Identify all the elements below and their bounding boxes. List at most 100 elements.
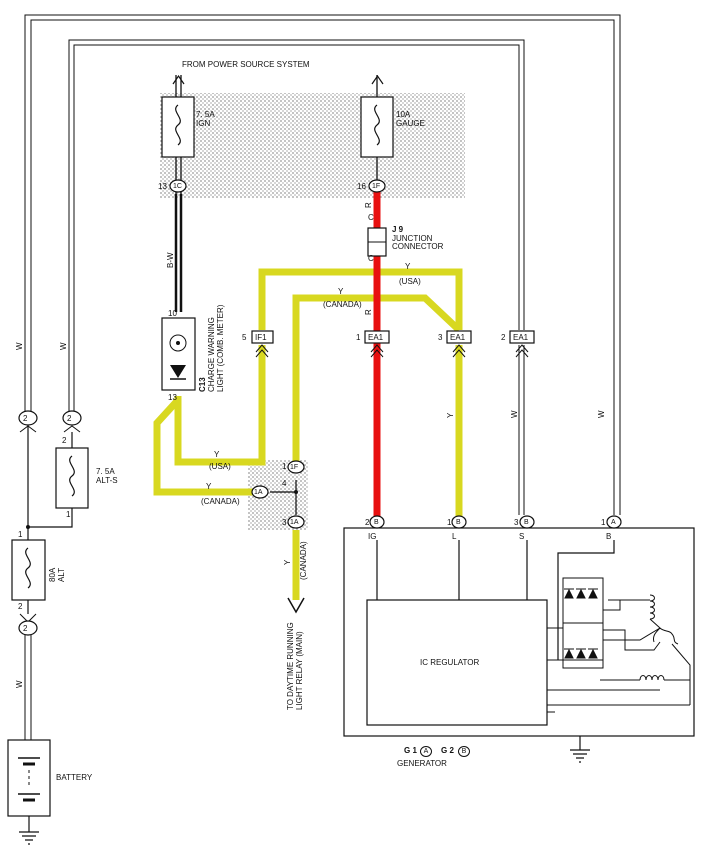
gen-terminal-b: B [606,532,612,541]
gen-connector-b [606,515,622,529]
wire-w-outer-b [30,19,615,515]
conn-ea1b-label: EA1 [450,333,466,342]
conn-1f-label: 1F [372,183,381,190]
wire-y-label-2: Y [338,287,344,296]
gen-connector-ig [369,515,385,529]
g2-label: G 2 [441,746,454,755]
wire-y-label-1: Y [405,262,411,271]
conn-2-low-pin: 2 [18,602,23,611]
g1-circle: A [420,746,432,757]
connector-ea1-y [446,330,472,358]
conn-2-low-label: 2 [23,624,28,633]
generator-label: GENERATOR [397,759,447,768]
gen-terminal-s: S [519,532,525,541]
pin-1f: 16 [357,182,366,191]
fuse-gauge-rating: 10A [396,110,411,119]
fuse-alt [11,539,46,601]
connector-2-mid [62,410,82,426]
conn-1a-left-label: 1A [254,489,263,496]
junction-line1: JUNCTION [392,234,433,243]
pin-if1: 5 [242,333,247,342]
fuse-ign-name: IGN [196,119,211,128]
gen-terminal-ig: IG [368,532,377,541]
junction-line2: CONNECTOR [392,242,444,251]
connector-if1 [251,330,274,358]
wire-w-label-2: W [59,342,68,350]
wire-w-inner-b [73,44,520,412]
relay-pin-4: 4 [282,479,287,488]
pin-ea1a: 1 [356,333,361,342]
wire-r-label-1: R [364,202,373,208]
power-source-label: FROM POWER SOURCE SYSTEM [182,60,310,69]
relay-pin-1: 1 [282,462,287,471]
fuse-alt-rating: 80A [48,567,57,582]
gen-terminal-l: L [452,532,457,541]
canada-label-relay: (CANADA) [299,541,308,580]
canada-label-low: (CANADA) [201,497,240,506]
fuse-alts-name: ALT-S [96,476,118,485]
relay-dest-line1: TO DAYTIME RUNNING [286,622,295,710]
conn-1f-relay-label: 1F [290,464,299,471]
pin-ea1c: 2 [501,333,506,342]
junction-pin-bot: C [368,254,374,263]
wire-y-relay-label: Y [283,559,292,565]
conn-1a-low-label: 1A [290,519,299,526]
pin-ea1b: 3 [438,333,443,342]
wire-w-s [518,345,525,515]
junction-block-shade [160,93,465,198]
connector-1a-left [251,485,269,499]
g1-label: G 1 [404,746,417,755]
meter-line2: LIGHT (COMB. METER) [216,304,225,392]
wire-y-label-3: Y [446,412,455,418]
fuse-alt-s [55,447,89,509]
usa-label-top: (USA) [399,277,421,286]
gen-connector-l [451,515,467,529]
fuse-ign-rating: 7. 5A [196,110,215,119]
connector-1a-low [287,515,305,529]
conn-ea1a-label: EA1 [368,333,384,342]
wire-bw-label: B-W [166,252,175,268]
connector-1f-top [368,179,386,193]
battery-label: BATTERY [56,773,93,782]
g2-circle: B [458,746,470,757]
gen-conn-s: B [524,519,529,526]
wire-w-outer-a [24,14,621,515]
wire-y-label-4: Y [214,450,220,459]
ic-regulator [366,599,548,726]
rectifier [562,577,604,669]
connector-1c [169,179,187,193]
gen-pin-ig-num: 2 [365,518,370,527]
meter-id: C13 [198,377,207,392]
alts-pin-1: 1 [66,510,71,519]
gen-conn-l: B [456,519,461,526]
wire-w-label-1: W [15,342,24,350]
wire-y-usa-top [258,268,463,330]
relay-pin-3: 3 [282,518,287,527]
conn-1c-label: 1C [173,183,182,190]
wire-w-label-3: W [510,410,519,418]
wire-w-label-4: W [597,410,606,418]
canada-label-top: (CANADA) [323,300,362,309]
fuse-gauge [360,96,394,158]
ic-regulator-label: IC REGULATOR [420,658,480,667]
meter-line1: CHARGE WARNING [207,317,216,392]
usa-label-low: (USA) [209,462,231,471]
fuse-alts-rating: 7. 5A [96,467,115,476]
wire-w-inner-a [68,39,525,412]
fuse-alt-name: ALT [57,567,66,582]
connector-2-low [18,620,38,636]
conn-ea1c-label: EA1 [513,333,529,342]
connector-ea1-w [509,330,535,358]
wire-r-label-2: R [364,309,373,315]
conn-if1-label: IF1 [255,333,267,342]
gen-pin-l-num: 1 [447,518,452,527]
wire-y-usa-low [174,345,266,466]
wire-y-canada-top [292,294,462,462]
junction-pin-top: C [368,213,374,222]
conn-2-left-label: 2 [23,414,28,423]
conn-2-mid-pin: 2 [62,436,67,445]
junction-id: J 9 [392,225,404,234]
conn-2-mid-label: 2 [67,414,72,423]
pin-1c: 13 [158,182,167,191]
